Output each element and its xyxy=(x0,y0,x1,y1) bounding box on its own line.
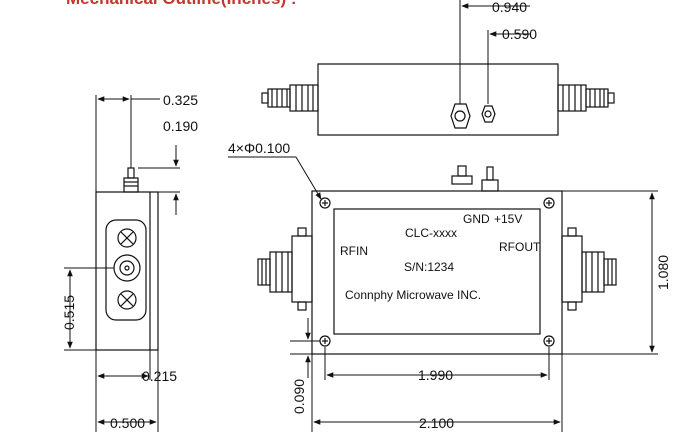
dim-2100: 2.100 xyxy=(419,415,454,431)
label-15v: +15V xyxy=(494,212,522,226)
top-right-connector xyxy=(557,84,615,112)
top-terminal-hex-large xyxy=(450,103,471,129)
dim-0325: 0.325 xyxy=(163,92,198,108)
side-connector-capsule xyxy=(105,219,147,321)
dim-0515: 0.515 xyxy=(61,295,77,330)
label-company: Connphy Microwave INC. xyxy=(345,288,481,302)
label-panel xyxy=(333,208,541,335)
mount-hole-tl xyxy=(319,197,331,209)
top-left-connector xyxy=(261,84,319,112)
dim-0215: 0.215 xyxy=(142,368,177,384)
side-screw-bottom xyxy=(117,290,137,310)
dim-0940: 0.940 xyxy=(492,0,527,15)
dim-0190: 0.190 xyxy=(163,118,198,134)
top-view xyxy=(261,63,615,136)
front-left-connector xyxy=(257,227,313,311)
dim-4x-hole: 4×Φ0.100 xyxy=(228,140,290,156)
dim-1080: 1.080 xyxy=(655,255,671,290)
side-view-body xyxy=(95,191,159,351)
label-rfin: RFIN xyxy=(340,244,368,258)
front-view xyxy=(257,165,617,355)
dim-0090: 0.090 xyxy=(291,379,307,414)
front-view-body xyxy=(311,190,563,355)
dim-0590: 0.590 xyxy=(502,26,537,42)
label-rfout: RFOUT xyxy=(499,240,541,254)
mount-hole-tr xyxy=(543,197,555,209)
front-right-connector xyxy=(561,227,617,311)
terminal-gnd xyxy=(451,175,473,185)
dim-0500: 0.500 xyxy=(110,415,145,431)
top-terminal-hex-small xyxy=(481,105,496,123)
label-gnd: GND xyxy=(463,212,490,226)
dim-1990: 1.990 xyxy=(418,367,453,383)
mount-hole-br xyxy=(543,335,555,347)
side-view xyxy=(95,167,159,351)
label-model: CLC-xxxx xyxy=(405,226,457,240)
top-view-body xyxy=(317,63,559,136)
terminal-15v xyxy=(481,179,499,192)
side-screw-top xyxy=(117,228,137,248)
drawing-title: Mechanical Outline(Inches) : xyxy=(66,0,297,8)
label-serial: S/N:1234 xyxy=(404,260,454,274)
